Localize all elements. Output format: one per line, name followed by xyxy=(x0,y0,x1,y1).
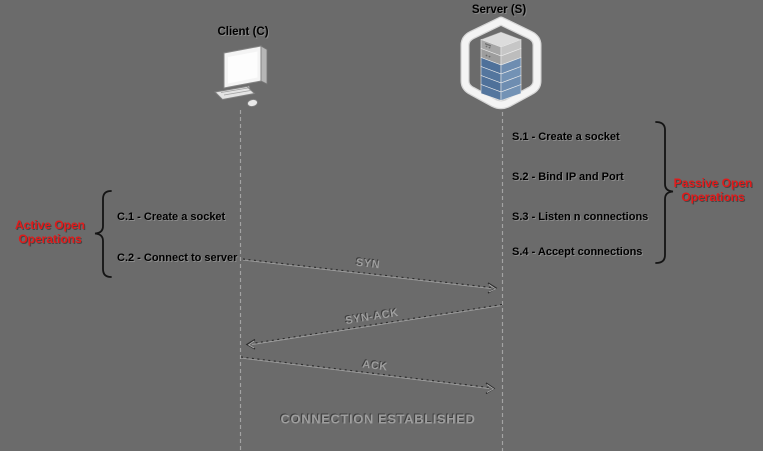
server-title: Server (S) xyxy=(471,4,527,16)
desktop-computer-icon xyxy=(214,45,268,107)
passive-open-title-line1: Passive Open xyxy=(673,176,753,190)
server-step-4: S.4 - Accept connections xyxy=(512,246,643,258)
ack-arrow xyxy=(240,356,496,395)
syn-arrow xyxy=(242,258,498,294)
server-step-2: S.2 - Bind IP and Port xyxy=(512,171,624,183)
client-title: Client (C) xyxy=(217,26,269,38)
passive-open-brace xyxy=(655,121,674,264)
server-step-1: S.1 - Create a socket xyxy=(512,131,620,143)
active-open-brace xyxy=(94,190,112,278)
passive-open-title-line2: Operations xyxy=(681,189,745,204)
active-open-title: Active Open Operations xyxy=(5,218,95,246)
connection-established-label: CONNECTION ESTABLISHED xyxy=(280,411,476,427)
active-open-title-line2: Operations xyxy=(18,231,82,246)
server-stack-icon xyxy=(460,16,542,110)
client-step-2: C.2 - Connect to server xyxy=(117,252,238,264)
client-step-1: C.1 - Create a socket xyxy=(117,211,226,223)
syn-ack-arrow xyxy=(245,303,503,350)
active-open-title-line1: Active Open xyxy=(14,218,86,232)
server-step-3: S.3 - Listen n connections xyxy=(512,211,649,223)
passive-open-title: Passive Open Operations xyxy=(671,176,755,204)
